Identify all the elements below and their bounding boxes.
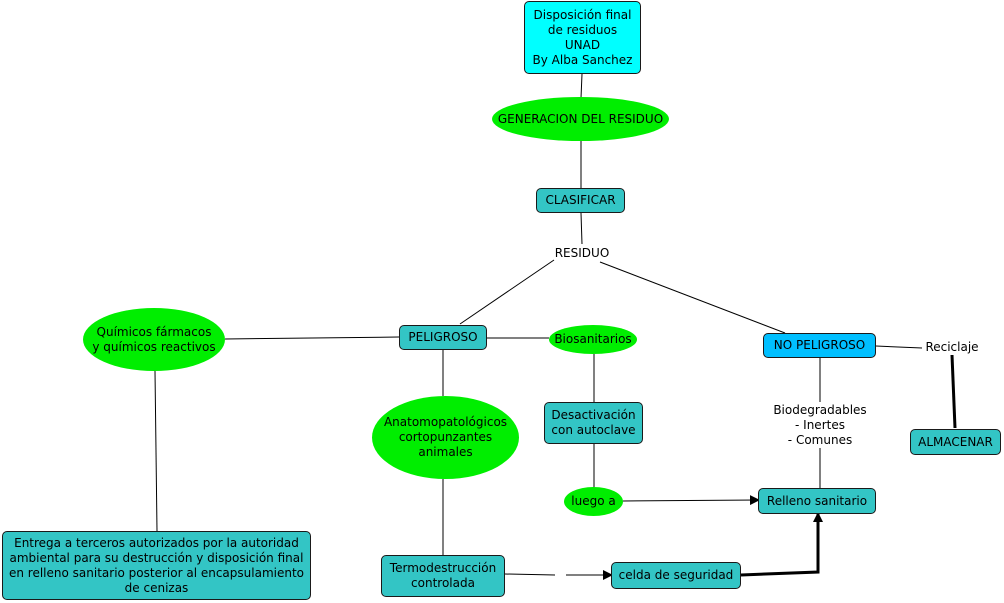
link-title-generacion	[580, 73, 583, 99]
link-residuo-nopeligroso	[599, 261, 786, 334]
link-reciclaje-almacenar	[950, 354, 957, 429]
quimicos-node: Químicos fármacos y químicos reactivos	[83, 308, 225, 371]
luego-node: luego a	[564, 487, 623, 516]
almacenar-node: ALMACENAR	[910, 429, 1001, 455]
peligroso-node: PELIGROSO	[399, 325, 487, 350]
link-celda-relleno	[740, 512, 823, 577]
reciclaje-label: Reciclaje	[925, 340, 979, 354]
link-clasificar-residuo	[580, 212, 583, 245]
link-residuo-peligroso	[459, 259, 555, 325]
desactivacion-node: Desactivación con autoclave	[544, 402, 643, 444]
residuo-label: RESIDUO	[554, 245, 610, 260]
termodestruccion-node: Termodestrucción controlada	[381, 555, 505, 597]
generacion-node: GENERACION DEL RESIDUO	[492, 97, 669, 141]
link-quimicos-entrega	[154, 370, 158, 532]
link-nopeligroso-reciclaje	[875, 345, 923, 349]
title-box: Disposición final de residuos UNAD By Al…	[524, 1, 641, 74]
entrega-node: Entrega a terceros autorizados por la au…	[2, 531, 311, 600]
celda-node: celda de seguridad	[611, 562, 741, 589]
no-peligroso-node: NO PELIGROSO	[763, 333, 876, 358]
anatomo-node: Anatomopatológicos cortopunzantes animal…	[372, 396, 519, 479]
link-luego-relleno	[622, 495, 760, 506]
biodegradables-label: Biodegradables - Inertes - Comunes	[773, 402, 867, 447]
relleno-node: Relleno sanitario	[758, 488, 876, 514]
link-termo-celda-a	[504, 573, 556, 576]
link-quimicos-peligroso	[224, 336, 400, 340]
biosanitarios-node: Biosanitarios	[549, 325, 637, 354]
clasificar-node: CLASIFICAR	[536, 188, 625, 213]
